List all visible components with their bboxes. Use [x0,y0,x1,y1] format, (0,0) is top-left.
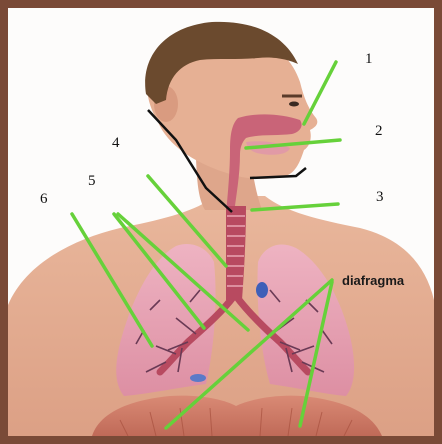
label-6: 6 [40,192,48,207]
pulmonary-vessel [256,282,268,298]
eye [289,102,299,107]
pulmonary-vessel [190,374,206,382]
label-diafragma: diafragma [342,274,404,287]
label-3: 3 [376,190,384,205]
label-4: 4 [112,136,120,151]
label-1: 1 [365,52,373,67]
label-5: 5 [88,174,96,189]
label-2: 2 [375,124,383,139]
